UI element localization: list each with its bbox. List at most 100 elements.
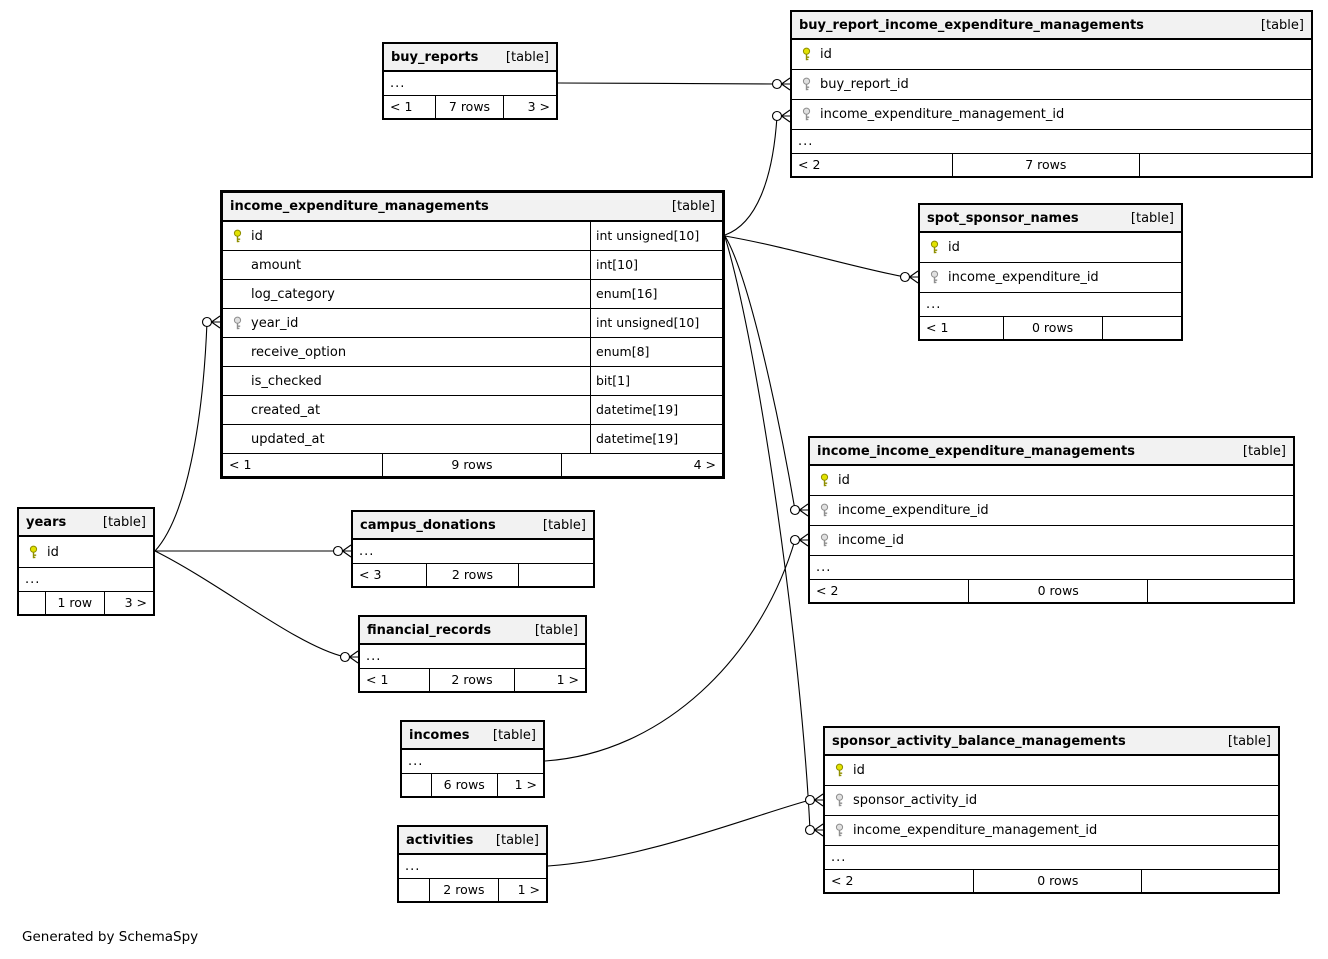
footer-child-degree: 1 >	[514, 776, 537, 792]
table-header-sponsor_activity_balance_managements[interactable]: sponsor_activity_balance_managements[tab…	[825, 728, 1278, 756]
table-title: years	[26, 514, 67, 530]
column-row-buy_report_id: buy_report_id	[792, 70, 1311, 100]
footer-parent-degree: < 1	[920, 317, 1004, 339]
table-title: income_income_expenditure_managements	[817, 443, 1135, 459]
footer-parent-degree: < 1	[384, 96, 436, 118]
column-name: receive_option	[251, 345, 347, 359]
footer-parent-degree	[399, 879, 430, 901]
zero-one-circle-icon	[899, 271, 911, 283]
primary-key-icon	[833, 763, 846, 778]
table-header-spot_sponsor_names[interactable]: spot_sponsor_names[table]	[920, 205, 1181, 233]
foreign-key-icon	[818, 533, 831, 548]
column-type: enum[8]	[590, 338, 722, 366]
table-sponsor_activity_balance_managements: sponsor_activity_balance_managements[tab…	[823, 726, 1280, 894]
column-name: id	[838, 474, 850, 487]
table-title: campus_donations	[360, 517, 496, 533]
crowfoot-icon	[349, 650, 359, 664]
crowfoot-icon	[211, 315, 221, 329]
column-name: id	[820, 48, 832, 61]
column-row-sponsor_activity_id: sponsor_activity_id	[825, 786, 1278, 816]
primary-key-icon	[818, 473, 831, 488]
table-type-tag: [table]	[671, 199, 715, 214]
column-type: enum[16]	[590, 280, 722, 308]
zero-one-circle-icon	[789, 504, 801, 516]
table-spot_sponsor_names: spot_sponsor_names[table]id income_expend…	[918, 203, 1183, 341]
table-header-activities[interactable]: activities [table]	[399, 827, 546, 855]
table-title: activities	[406, 832, 474, 848]
footer-row-count: 6 rows	[432, 774, 498, 796]
footer-child-degree	[1103, 317, 1181, 339]
column-type: int unsigned[10]	[590, 309, 722, 337]
footer-parent-degree: < 2	[810, 580, 970, 602]
table-title: sponsor_activity_balance_managements	[832, 733, 1126, 749]
hidden-columns-ellipsis: ...	[399, 855, 546, 879]
column-row-id: id	[825, 756, 1278, 786]
table-header-financial_records[interactable]: financial_records [table]	[360, 617, 585, 645]
edge-years.id--financial_records	[154, 550, 346, 658]
column-row-income_expenditure_id: income_expenditure_id	[920, 263, 1181, 293]
foreign-key-icon	[800, 77, 813, 92]
footer-row-count: 0 rows	[1004, 317, 1103, 339]
column-row-id: id	[920, 233, 1181, 263]
table-buy_report_income_expenditure_managements: buy_report_income_expenditure_management…	[790, 10, 1313, 178]
edge-buy_reports--buy_report_income_expenditure_managements.buy_report_id	[557, 82, 778, 85]
primary-key-icon	[928, 240, 941, 255]
hidden-columns-ellipsis: ...	[384, 72, 556, 96]
footer-row-count: 2 rows	[430, 669, 516, 691]
table-header-income_expenditure_managements[interactable]: income_expenditure_managements[table]	[223, 193, 722, 222]
column-row-income_id: income_id	[810, 526, 1293, 556]
footer-child-degree	[519, 564, 593, 586]
edge-years.id--income_expenditure_managements.year_id	[154, 321, 208, 552]
table-type-tag: [table]	[102, 514, 146, 530]
footer-child-degree: 1 >	[517, 881, 540, 897]
table-type-tag: [table]	[1242, 443, 1286, 459]
table-type-tag: [table]	[1260, 17, 1304, 33]
table-header-buy_report_income_expenditure_managements[interactable]: buy_report_income_expenditure_management…	[792, 12, 1311, 40]
edge-income_expenditure_managements.id--buy_report_income_expenditure_managements.income_expenditure_management_id	[724, 115, 778, 236]
table-header-buy_reports[interactable]: buy_reports[table]	[384, 44, 556, 72]
table-title: financial_records	[367, 622, 492, 638]
table-type-tag: [table]	[505, 49, 549, 65]
crowfoot-icon	[799, 503, 809, 517]
primary-key-icon	[231, 229, 244, 244]
table-header-incomes[interactable]: incomes[table]	[402, 722, 543, 750]
table-type-tag: [table]	[495, 832, 539, 848]
column-name: id	[948, 241, 960, 254]
foreign-key-icon	[928, 270, 941, 285]
column-row-income_expenditure_id: income_expenditure_id	[810, 496, 1293, 526]
table-footer: 6 rows 1 >	[402, 774, 543, 796]
table-header-campus_donations[interactable]: campus_donations[table]	[353, 512, 593, 540]
footer-row-count: 0 rows	[974, 870, 1143, 892]
footer-parent-degree: < 2	[825, 870, 975, 892]
table-type-tag: [table]	[1130, 210, 1174, 226]
footer-child-degree	[1140, 154, 1311, 176]
edge-incomes--income_income_expenditure_managements.income_id	[544, 539, 796, 762]
hidden-columns-ellipsis: ...	[920, 293, 1181, 317]
column-name: id	[251, 229, 263, 243]
footer-parent-degree: < 2	[792, 154, 953, 176]
footer-child-degree: 1 >	[556, 671, 579, 687]
crowfoot-icon	[781, 77, 791, 91]
primary-key-icon	[27, 545, 40, 560]
crowfoot-icon	[814, 823, 824, 837]
column-name: income_expenditure_management_id	[820, 108, 1065, 121]
column-row-income_expenditure_management_id: income_expenditure_management_id	[825, 816, 1278, 846]
column-row-id: id	[792, 40, 1311, 70]
hidden-columns-ellipsis: ...	[810, 556, 1293, 580]
footer-parent-degree: < 1	[360, 669, 430, 691]
zero-one-circle-icon	[332, 545, 344, 557]
crowfoot-icon	[814, 793, 824, 807]
table-type-tag: [table]	[534, 622, 578, 638]
table-type-tag: [table]	[492, 727, 536, 743]
table-header-years[interactable]: years [table]	[19, 509, 153, 537]
hidden-columns-ellipsis: ...	[825, 846, 1278, 870]
table-header-income_income_expenditure_managements[interactable]: income_income_expenditure_managements [ta…	[810, 438, 1293, 466]
